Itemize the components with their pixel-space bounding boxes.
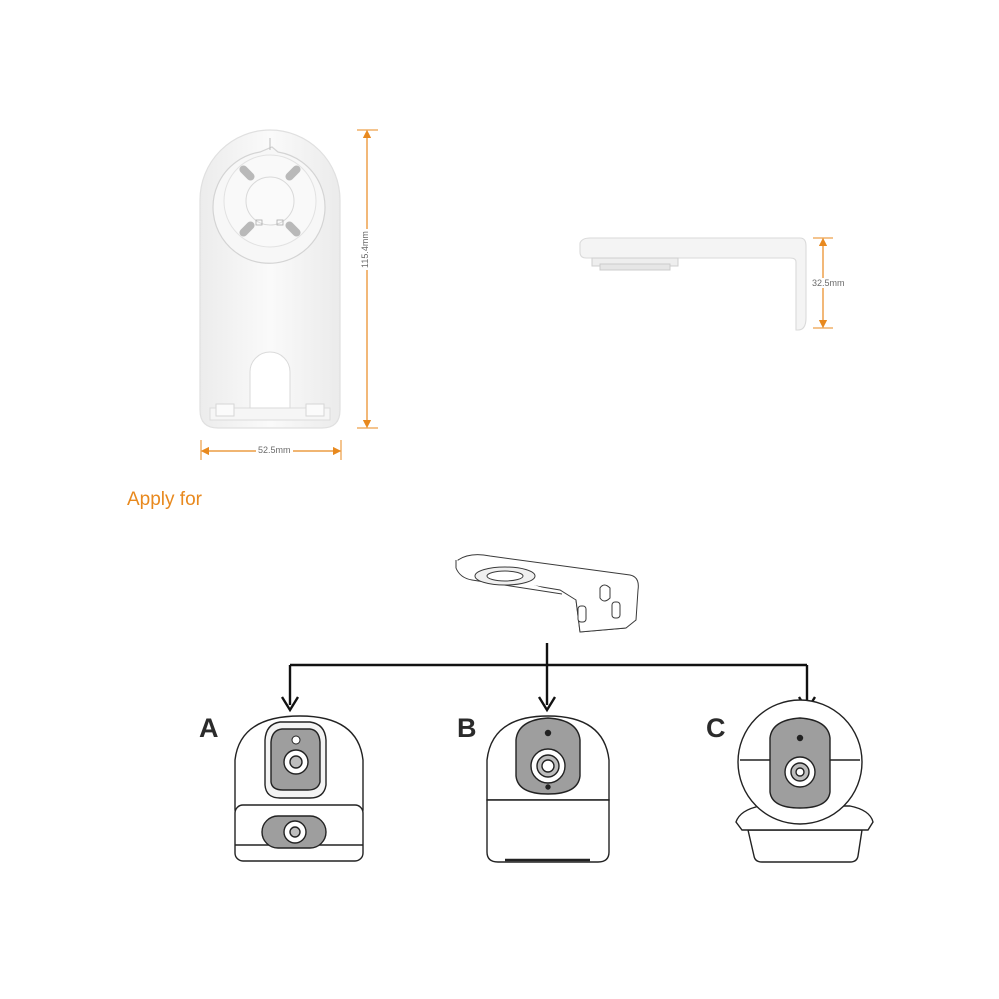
mount-disc <box>212 138 326 264</box>
camera-b <box>486 715 610 863</box>
apply-for-heading: Apply for <box>127 489 202 510</box>
height-dimension-label: 115.4mm <box>360 229 370 270</box>
camera-b-label: B <box>457 713 477 743</box>
depth-dimension-label: 32.5mm <box>810 278 847 288</box>
bracket-isometric <box>455 554 639 633</box>
camera-a <box>234 715 364 862</box>
camera-c <box>735 699 874 863</box>
dimension-height-line <box>357 129 378 429</box>
camera-c-label: C <box>706 713 726 743</box>
connector-tree <box>280 643 817 713</box>
camera-a-label: A <box>199 713 219 743</box>
width-dimension-label: 52.5mm <box>256 445 293 455</box>
bracket-side-view <box>579 237 807 331</box>
bracket-front-view <box>199 129 341 429</box>
